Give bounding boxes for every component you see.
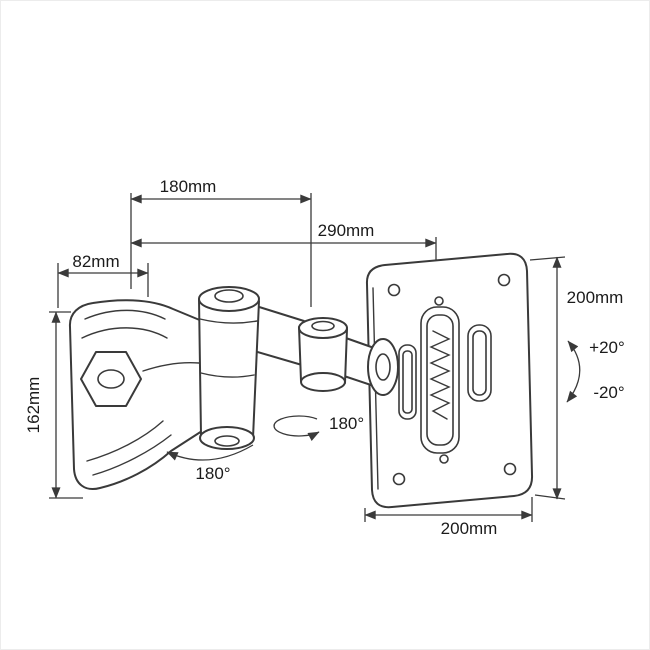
mount-hole-center-top [434, 296, 444, 306]
wall-bracket [68, 299, 203, 490]
wall-joint-bottom-cap-inner [214, 435, 240, 447]
wall-joint-band-top [199, 318, 258, 324]
wall-joint-body [198, 298, 260, 439]
dimension-base-width: 82mm [57, 252, 149, 308]
dimension-plate-width: 200mm [364, 497, 533, 538]
dim-label-arm-reach: 180mm [160, 177, 217, 196]
dim-label-base-width: 82mm [72, 252, 119, 271]
tilt-spring-zigzag [429, 330, 451, 420]
wall-joint-top-cap-inner [214, 289, 244, 303]
wall-bracket-outline [68, 299, 203, 490]
dim-label-total-reach: 290mm [318, 221, 375, 240]
wall-bracket-neck-line [142, 361, 200, 372]
wall-joint [198, 286, 260, 450]
dimension-base-height: 162mm [24, 311, 83, 499]
elbow-bottom-cap [300, 372, 346, 392]
angle-label-tilt-down: -20° [593, 383, 624, 402]
mounting-holes [387, 273, 517, 486]
ext-line [534, 494, 566, 500]
vesa-plate [365, 252, 534, 509]
wall-joint-band-bottom [200, 372, 255, 378]
arm-to-plate [340, 336, 399, 396]
dim-label-plate-width: 200mm [441, 519, 498, 538]
angle-label-swivel-base: 180° [195, 464, 230, 483]
dim-label-base-height: 162mm [24, 377, 43, 434]
wall-bracket-top-arc-2 [81, 327, 168, 339]
swivel-arrow-mid: 180° [273, 414, 364, 441]
ext-line [529, 256, 566, 261]
swivel-arrow-base: 180° [166, 444, 254, 483]
tilt-mechanism [420, 306, 460, 454]
angle-label-swivel-mid: 180° [329, 414, 364, 433]
swivel-base-arc [166, 444, 254, 461]
mount-hole-top-right [497, 273, 511, 287]
elbow-top-cap-inner [311, 320, 335, 332]
left-slot-inner [402, 350, 413, 414]
wall-bracket-top-arc-1 [84, 309, 166, 320]
angle-label-tilt-up: +20° [589, 338, 625, 357]
wall-bracket-bottom-arc-1 [86, 420, 164, 462]
plate-hinge-cap-inner [375, 353, 391, 381]
mount-hole-bottom-right [503, 462, 517, 476]
dimension-total-reach: 290mm [130, 221, 437, 260]
dim-label-plate-height: 200mm [567, 288, 624, 307]
left-slot [398, 344, 417, 420]
wall-bracket-nut-hole [97, 369, 125, 389]
swivel-mid-ellipse-arc [273, 415, 320, 441]
right-slot-inner [472, 330, 487, 396]
dimension-plate-height: 200mm [529, 256, 624, 500]
arm-tube-mid [253, 305, 305, 366]
right-slot [467, 324, 492, 402]
tilt-arc [566, 340, 581, 403]
mount-hole-top-left [387, 283, 401, 297]
wall-bracket-bottom-arc-2 [92, 434, 172, 476]
tilt-arrow: +20° -20° [566, 338, 625, 403]
mount-hole-center-bottom [439, 454, 449, 464]
mount-hole-bottom-left [392, 472, 406, 486]
arm-elbow-joint [298, 317, 348, 392]
